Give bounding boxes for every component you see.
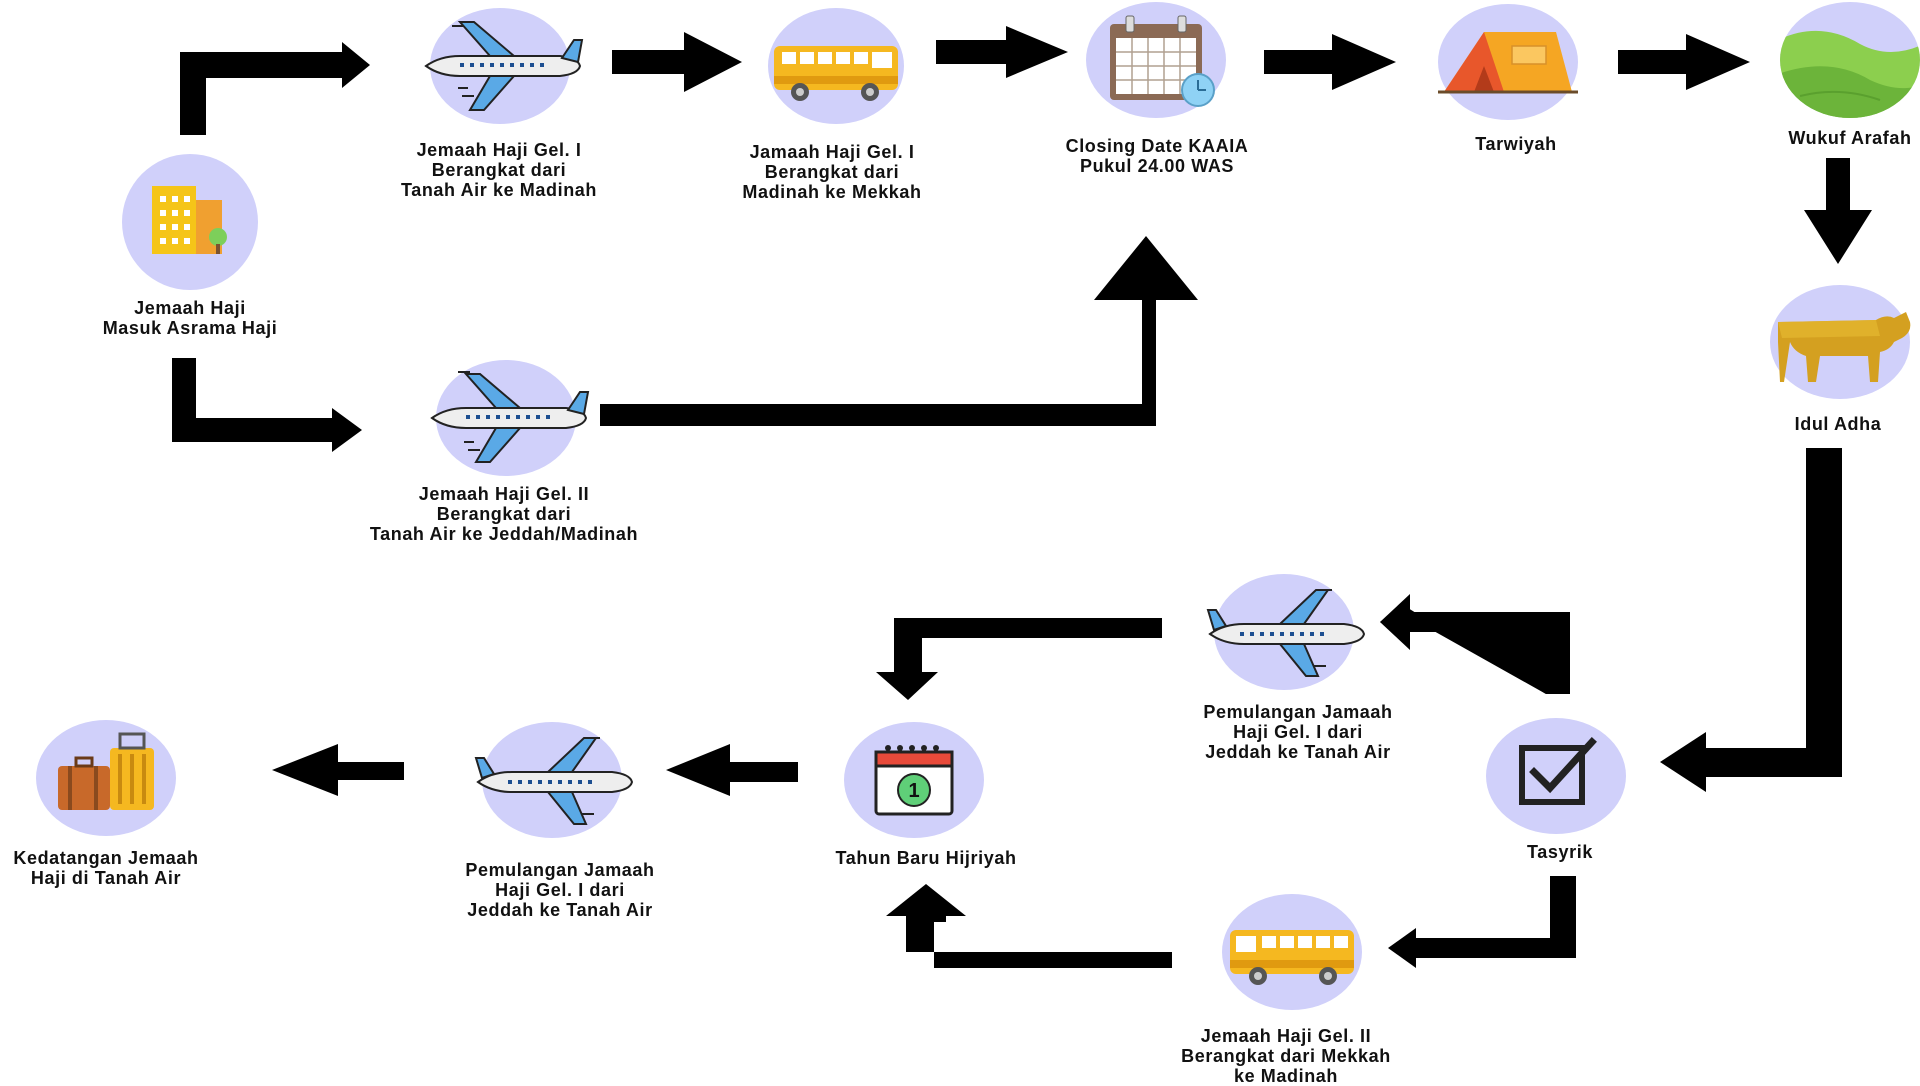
label-line: Jamaah Haji Gel. I bbox=[749, 142, 915, 162]
arrow-arafah-to-idul-adha bbox=[1804, 158, 1872, 264]
label-gel2-depart: Jemaah Haji Gel. II Berangkat dari Tanah… bbox=[354, 484, 654, 544]
arrow-return-gel1-b-to-arrival bbox=[272, 744, 404, 796]
airplane-icon bbox=[430, 371, 590, 463]
node-idul-adha-circle bbox=[1770, 285, 1911, 399]
label-gel2-bus: Jemaah Haji Gel. II Berangkat dari Mekka… bbox=[1136, 1026, 1436, 1086]
label-line: Haji Gel. I dari bbox=[1233, 722, 1363, 742]
label-line: Masuk Asrama Haji bbox=[102, 318, 278, 338]
label-line: Haji Gel. I dari bbox=[495, 880, 625, 900]
arrow-tasyrik-to-return-gel1-a-body bbox=[1380, 612, 1570, 694]
node-asrama-circle bbox=[122, 154, 258, 290]
arrow-idul-adha-to-tasyrik bbox=[1660, 448, 1842, 792]
airplane-icon bbox=[1206, 589, 1366, 677]
airplane-icon bbox=[424, 21, 584, 111]
node-arrival-circle bbox=[36, 720, 176, 836]
label-line: Jemaah Haji Gel. II bbox=[1200, 1026, 1372, 1046]
label-line: Jemaah Haji Gel. I bbox=[416, 140, 582, 160]
label-arrival: Kedatangan Jemaah Haji di Tanah Air bbox=[0, 848, 256, 888]
label-line: Jemaah Haji Gel. II bbox=[418, 484, 590, 504]
bus-icon bbox=[1230, 930, 1354, 985]
arrow-gel1-bus-to-closing bbox=[936, 26, 1068, 78]
checkbox-icon bbox=[1519, 737, 1597, 805]
arrow-asrama-to-gel1-depart bbox=[180, 42, 370, 135]
arrow-new-year-to-return-gel1-b bbox=[666, 744, 798, 796]
arrow-closing-to-tarwiyah bbox=[1264, 34, 1396, 90]
building-icon bbox=[152, 186, 227, 254]
arrow-gel1-depart-to-gel1-bus bbox=[612, 32, 742, 92]
calendar-icon bbox=[1110, 15, 1215, 107]
node-gel2-bus-circle bbox=[1222, 894, 1362, 1010]
bus-icon bbox=[774, 46, 898, 101]
label-return-gel1-a: Pemulangan Jamaah Haji Gel. I dari Jedda… bbox=[1148, 702, 1448, 762]
cow-icon bbox=[1778, 312, 1911, 382]
node-tasyrik-circle bbox=[1486, 718, 1626, 834]
arrow-return-gel1-a-to-new-year bbox=[876, 618, 1162, 700]
label-tarwiyah: Tarwiyah bbox=[1366, 134, 1666, 154]
label-asrama: Jemaah Haji Masuk Asrama Haji bbox=[40, 298, 340, 338]
luggage-icon bbox=[58, 732, 154, 810]
label-line: Tasyrik bbox=[1527, 842, 1593, 862]
node-return-gel1-a-circle bbox=[1206, 574, 1366, 690]
label-return-gel1-b: Pemulangan Jamaah Haji Gel. I dari Jedda… bbox=[410, 860, 710, 920]
label-line: ke Madinah bbox=[1233, 1066, 1339, 1086]
arrow-gel2-bus-to-new-year bbox=[886, 884, 1172, 968]
node-gel1-depart-circle bbox=[424, 8, 584, 124]
airplane-icon bbox=[474, 737, 634, 825]
arrow-tasyrik-to-gel2-bus bbox=[1388, 876, 1576, 968]
arrow-gel2-depart-to-closing bbox=[600, 236, 1198, 426]
label-line: Pemulangan Jamaah bbox=[465, 860, 655, 880]
landscape-icon bbox=[1780, 31, 1920, 118]
node-closing-circle bbox=[1086, 2, 1226, 118]
node-gel2-depart-circle bbox=[430, 360, 590, 476]
label-line: Tanah Air ke Madinah bbox=[400, 180, 598, 200]
node-new-year-circle: 1 bbox=[844, 722, 984, 838]
label-arafah: Wukuf Arafah bbox=[1700, 128, 1920, 148]
tent-icon bbox=[1438, 32, 1578, 94]
label-line: Kedatangan Jemaah bbox=[13, 848, 199, 868]
label-line: Berangkat dari bbox=[436, 504, 572, 524]
label-line: Berangkat dari bbox=[764, 162, 900, 182]
label-line: Berangkat dari Mekkah bbox=[1181, 1046, 1391, 1066]
label-line: Berangkat dari bbox=[431, 160, 567, 180]
arrow-tarwiyah-to-arafah bbox=[1618, 34, 1750, 90]
arrows bbox=[172, 26, 1872, 968]
label-tasyrik: Tasyrik bbox=[1410, 842, 1710, 862]
node-return-gel1-b-circle bbox=[474, 722, 634, 838]
node-tarwiyah-circle bbox=[1438, 4, 1578, 120]
label-line: Wukuf Arafah bbox=[1788, 128, 1912, 148]
label-line: Tanah Air ke Jeddah/Madinah bbox=[369, 524, 639, 544]
label-idul-adha: Idul Adha bbox=[1688, 414, 1920, 434]
label-line: Jeddah ke Tanah Air bbox=[467, 900, 653, 920]
label-line: Jemaah Haji bbox=[134, 298, 246, 318]
calendar-one-icon: 1 bbox=[874, 745, 954, 816]
label-line: Jeddah ke Tanah Air bbox=[1205, 742, 1391, 762]
arrow-tasyrik-to-return-gel1-a-head bbox=[1380, 594, 1570, 694]
label-closing: Closing Date KAAIA Pukul 24.00 WAS bbox=[1007, 136, 1307, 176]
label-line: Closing Date KAAIA bbox=[1065, 136, 1249, 156]
label-line: Haji di Tanah Air bbox=[30, 868, 182, 888]
label-gel1-depart: Jemaah Haji Gel. I Berangkat dari Tanah … bbox=[349, 140, 649, 200]
label-line: Idul Adha bbox=[1794, 414, 1882, 434]
label-line: Pemulangan Jamaah bbox=[1203, 702, 1393, 722]
label-line: Pukul 24.00 WAS bbox=[1079, 156, 1235, 176]
svg-text:1: 1 bbox=[908, 780, 919, 802]
arrow-asrama-to-gel2-depart bbox=[172, 358, 362, 452]
label-line: Tahun Baru Hijriyah bbox=[835, 848, 1017, 868]
label-line: Madinah ke Mekkah bbox=[742, 182, 922, 202]
label-new-year: Tahun Baru Hijriyah bbox=[776, 848, 1076, 868]
label-line: Tarwiyah bbox=[1475, 134, 1557, 154]
node-gel1-bus-circle bbox=[768, 8, 904, 124]
label-gel1-bus: Jamaah Haji Gel. I Berangkat dari Madina… bbox=[682, 142, 982, 202]
node-arafah-circle bbox=[1780, 2, 1920, 118]
